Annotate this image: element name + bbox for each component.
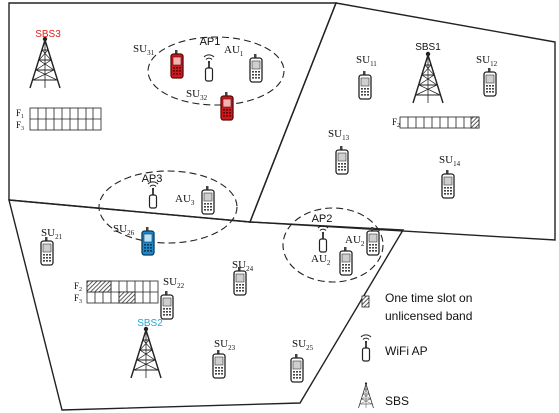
f3-label-sbs3: F3 <box>16 120 24 132</box>
sbs2-label: SBS2 <box>137 318 163 329</box>
ap2-coverage <box>282 207 384 283</box>
cell-sbs1-boundary <box>248 2 556 241</box>
ap2-label: AP2 <box>312 213 333 225</box>
su25-label: SU25 <box>292 338 314 352</box>
ap3-coverage <box>98 170 238 244</box>
cell-sbs2-boundary <box>8 199 405 411</box>
su13-label: SU13 <box>328 128 350 142</box>
su12-phone-icon <box>483 67 497 97</box>
au2-right-label: AU2 <box>345 234 365 248</box>
au1-phone-icon <box>249 53 263 83</box>
au3-label: AU3 <box>175 193 195 207</box>
f2-label-sbs2: F2 <box>74 281 82 293</box>
su22-label: SU22 <box>163 276 185 290</box>
su21-phone-icon <box>40 236 54 266</box>
legend-wifi-icon <box>360 334 372 362</box>
sbs3-label: SBS3 <box>35 29 61 40</box>
su32-phone-icon <box>220 91 234 121</box>
su23-label: SU23 <box>214 338 236 352</box>
legend-slot-line1: One time slot on <box>385 291 472 305</box>
su14-phone-icon <box>441 169 455 199</box>
su12-label: SU12 <box>476 54 498 68</box>
su11-phone-icon <box>358 70 372 100</box>
legend-slot-icon <box>361 295 370 308</box>
sbs1-tower-icon <box>412 51 444 104</box>
ap1-coverage <box>147 36 285 106</box>
su26-label: SU26 <box>113 223 135 237</box>
ap3-label: AP3 <box>142 173 163 185</box>
legend-slot-line2: unlicensed band <box>385 309 472 323</box>
au1-label: AU1 <box>224 44 244 58</box>
su26-phone-icon <box>141 226 155 256</box>
sbs2-tower-icon <box>130 326 162 379</box>
ap1-wifi-icon <box>203 54 215 82</box>
su23-phone-icon <box>212 349 226 379</box>
su21-label: SU21 <box>41 227 63 241</box>
su25-phone-icon <box>290 353 304 383</box>
sbs2-frame-grid <box>86 280 159 304</box>
legend-sbs-label: SBS <box>385 394 409 408</box>
su24-label: SU24 <box>232 259 254 273</box>
sbs1-label: SBS1 <box>415 42 441 53</box>
ap3-wifi-icon <box>147 181 159 209</box>
su22-phone-icon <box>160 290 174 320</box>
f3-label-sbs2: F3 <box>74 293 82 305</box>
sbs3-frame-grid <box>29 107 102 131</box>
su24-phone-icon <box>233 266 247 296</box>
su31-label: SU31 <box>133 43 155 57</box>
su11-label: SU11 <box>356 54 377 68</box>
legend-sbs-icon <box>358 382 374 409</box>
su14-label: SU14 <box>439 154 461 168</box>
sbs3-tower-icon <box>29 36 61 89</box>
ap2-wifi-icon <box>317 225 329 253</box>
au2-left-phone-icon <box>339 246 353 276</box>
sbs1-frame-grid <box>399 116 480 129</box>
su31-phone-icon <box>170 49 184 79</box>
su32-label: SU32 <box>186 88 208 102</box>
au2-right-phone-icon <box>366 226 380 256</box>
su13-phone-icon <box>335 145 349 175</box>
au3-phone-icon <box>201 185 215 215</box>
f1-label-sbs3: F1 <box>16 108 24 120</box>
au2-left-label: AU2 <box>311 253 331 267</box>
f2-label-sbs1: F2 <box>392 117 400 129</box>
legend-wifi-label: WiFi AP <box>385 344 428 358</box>
ap1-label: AP1 <box>200 36 221 48</box>
